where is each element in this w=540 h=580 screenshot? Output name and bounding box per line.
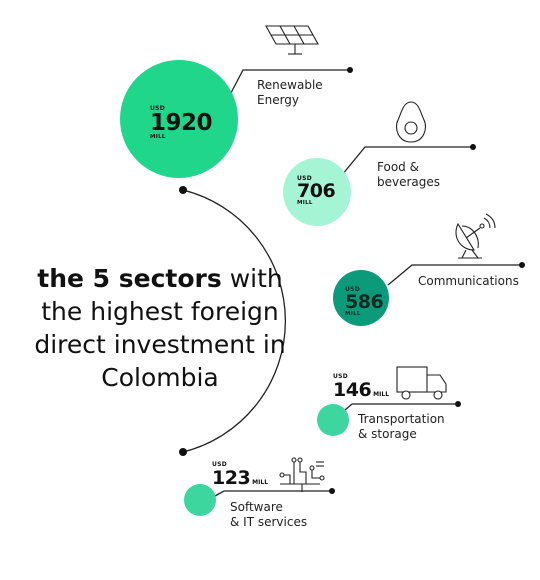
connector-food xyxy=(341,146,473,176)
label-line1: Food & xyxy=(377,160,419,174)
label-renewable-energy: Renewable Energy xyxy=(257,78,323,108)
connector-software xyxy=(214,490,332,497)
circuit-icon xyxy=(279,457,325,492)
connector-dot-communications xyxy=(519,262,525,268)
unit-label: MILL xyxy=(345,311,361,317)
value-number: 146 xyxy=(333,379,372,401)
circle-renewable-energy xyxy=(120,60,238,178)
arc xyxy=(182,189,286,453)
headline-line3: direct investment in xyxy=(34,330,286,359)
value-renewable-energy: USD 1920 MILL xyxy=(150,105,213,141)
currency-label: USD xyxy=(345,286,361,293)
value-number: 586 xyxy=(345,291,384,313)
circle-software xyxy=(184,484,216,516)
solar-panel-icon xyxy=(265,25,319,55)
connector-dot-food xyxy=(470,144,476,150)
label-transportation: Transportation & storage xyxy=(358,412,445,442)
satellite-dish-icon xyxy=(455,213,496,259)
label-line1: Renewable xyxy=(257,78,323,92)
circle-communications xyxy=(333,270,389,326)
arc-dot-bottom xyxy=(179,448,187,456)
label-line1: Software xyxy=(230,500,283,514)
label-line2: & storage xyxy=(358,427,417,441)
value-communications: USD 586 MILL xyxy=(345,286,384,318)
truck-icon xyxy=(396,366,447,400)
connector-transportation xyxy=(344,403,458,411)
headline: the 5 sectors with the highest foreign d… xyxy=(20,262,300,394)
label-line1: Communications xyxy=(418,274,519,288)
connector-dot-transportation xyxy=(455,401,461,407)
unit-label: MILL xyxy=(373,391,390,398)
arc-dot-top xyxy=(179,186,187,194)
unit-label: MILL xyxy=(150,134,166,140)
connector-dot-renewable xyxy=(347,67,353,73)
headline-highlight: the 5 sectors xyxy=(37,264,222,293)
unit-label: MILL xyxy=(297,200,313,206)
value-number: 1920 xyxy=(150,110,213,136)
label-software: Software & IT services xyxy=(230,500,307,530)
label-line2: & IT services xyxy=(230,515,308,529)
connector-dot-software xyxy=(329,488,335,494)
headline-line4: Colombia xyxy=(101,363,219,392)
label-food-beverages: Food & beverages xyxy=(377,160,440,190)
value-food-beverages: USD 706 MILL xyxy=(297,175,336,207)
currency-label: USD xyxy=(212,461,228,468)
value-number: 706 xyxy=(297,180,336,202)
currency-label: USD xyxy=(333,373,349,380)
label-line1: Transportation xyxy=(358,412,445,426)
label-line2: Energy xyxy=(257,93,300,107)
currency-label: USD xyxy=(297,175,313,182)
connector-communications xyxy=(387,264,522,286)
headline-line2: the highest foreign xyxy=(41,297,279,326)
avocado-icon xyxy=(395,101,427,143)
label-communications: Communications xyxy=(418,274,519,289)
value-number: 123 xyxy=(212,467,251,489)
circle-transportation xyxy=(317,404,349,436)
circle-food-beverages xyxy=(283,158,351,226)
currency-label: USD xyxy=(150,105,166,112)
headline-line1-rest: with xyxy=(221,264,283,293)
unit-label: MILL xyxy=(252,479,269,486)
label-line2: beverages xyxy=(377,175,441,189)
